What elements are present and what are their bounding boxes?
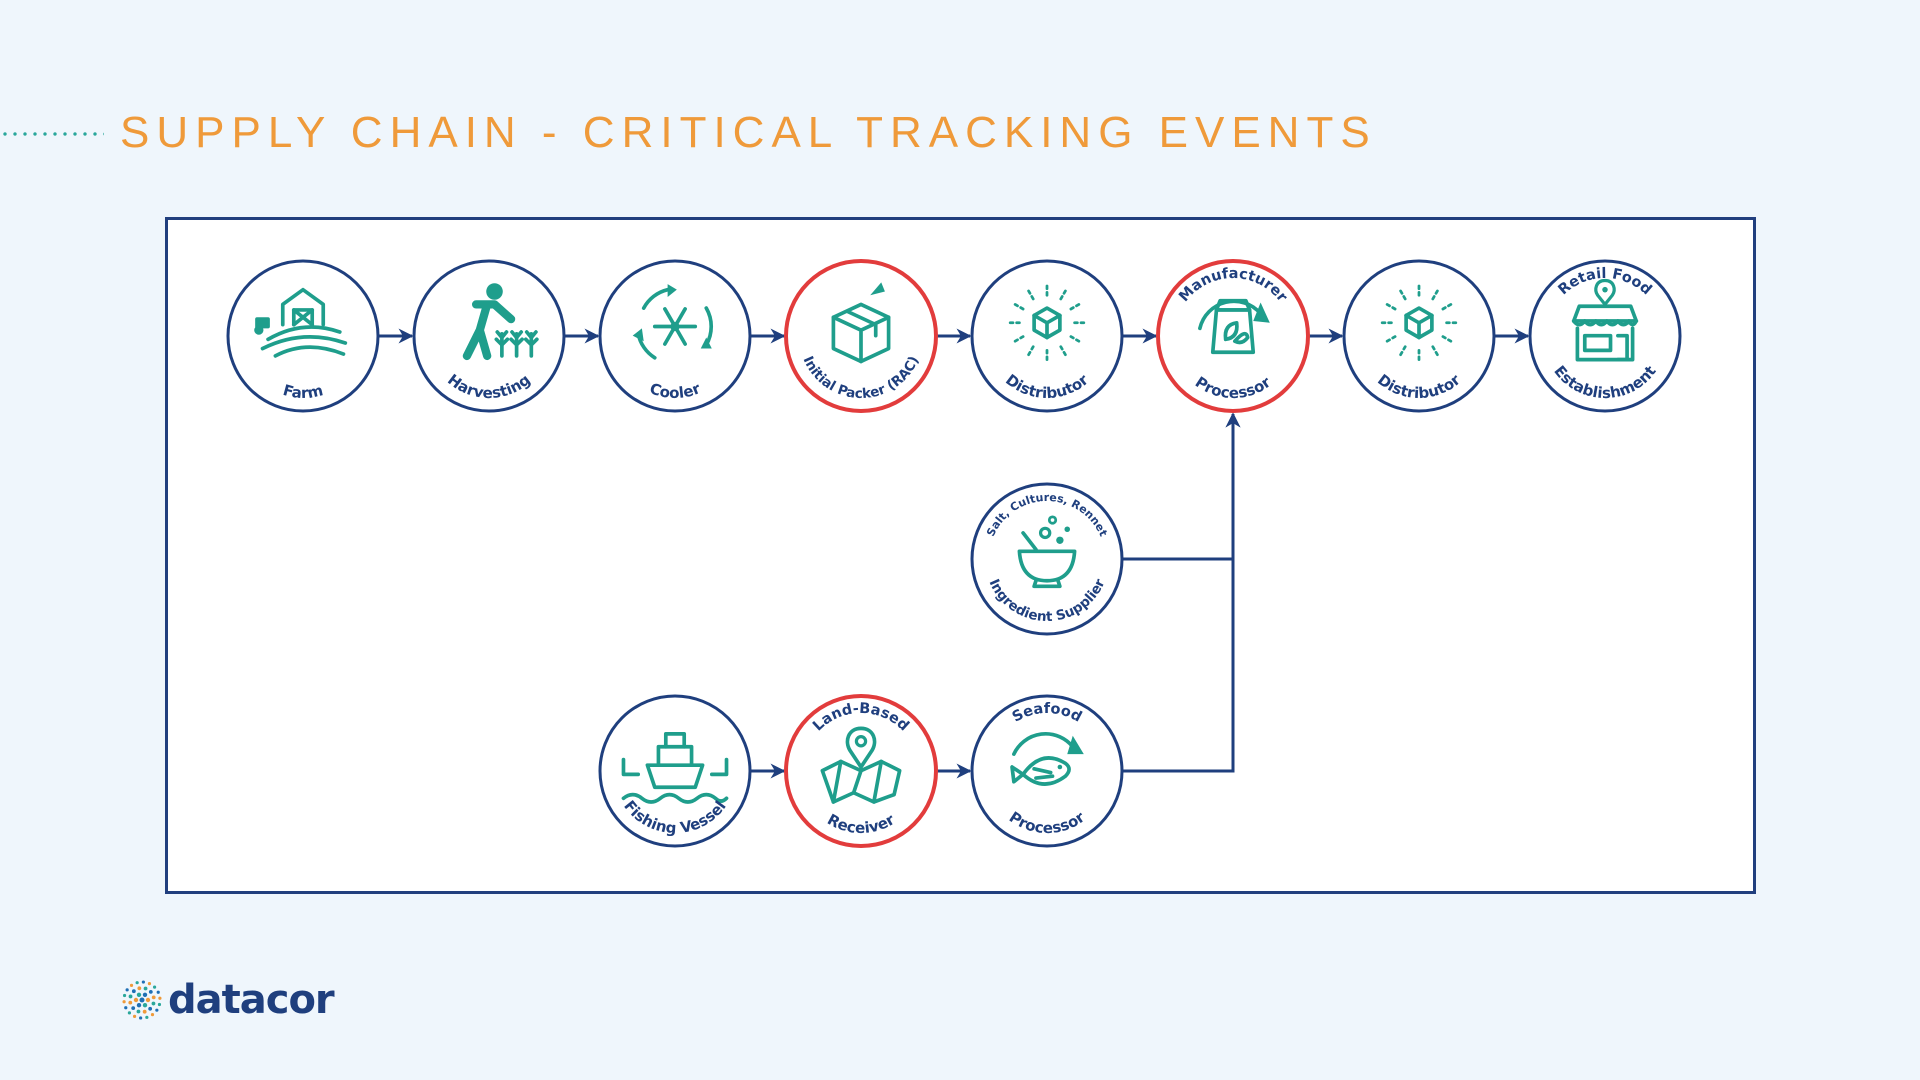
page-title: SUPPLY CHAIN - CRITICAL TRACKING EVENTS [120,108,1377,157]
edge-ingredient-supplier-to-manufacturer-processor [1122,412,1241,561]
mixing-bowl-icon [1017,515,1077,589]
snowflake-cycle-icon [632,284,714,360]
fishing-boat-icon [621,732,729,804]
node-circle [598,259,752,413]
node-label: Farm [281,381,325,402]
node-initial-packer: Initial Packer (RAC) [784,259,938,413]
processing-bag-icon [1198,298,1270,355]
node-circle [970,482,1124,636]
node-fishing-vessel: Fishing Vessel [598,694,752,848]
location-map-icon [820,726,902,804]
datacor-logo-icon [122,980,162,1020]
node-circle [598,694,752,848]
fish-cycle-icon [1010,732,1084,786]
node-harvesting: Harvesting [412,259,566,413]
node-circle [412,259,566,413]
store-front-icon [1571,278,1639,362]
brand-name: datacor [168,977,335,1023]
farm-barn-icon [254,287,348,358]
distribution-cube-icon [1377,280,1461,365]
distribution-cube-icon [1005,280,1089,365]
node-farm: Farm [226,259,380,413]
node-distributor-2: Distributor [1342,259,1496,413]
node-distributor-1: Distributor [970,259,1124,413]
node-cooler: Cooler [598,259,752,413]
edge-seafood-processor-to-manufacturer-processor [1122,412,1241,773]
brand-logo: datacor [122,975,335,1025]
node-label: Cooler [647,379,703,402]
edges [378,328,1530,779]
package-box-icon [831,282,891,364]
title-dots-decoration [0,132,104,136]
harvester-person-icon [462,283,539,361]
